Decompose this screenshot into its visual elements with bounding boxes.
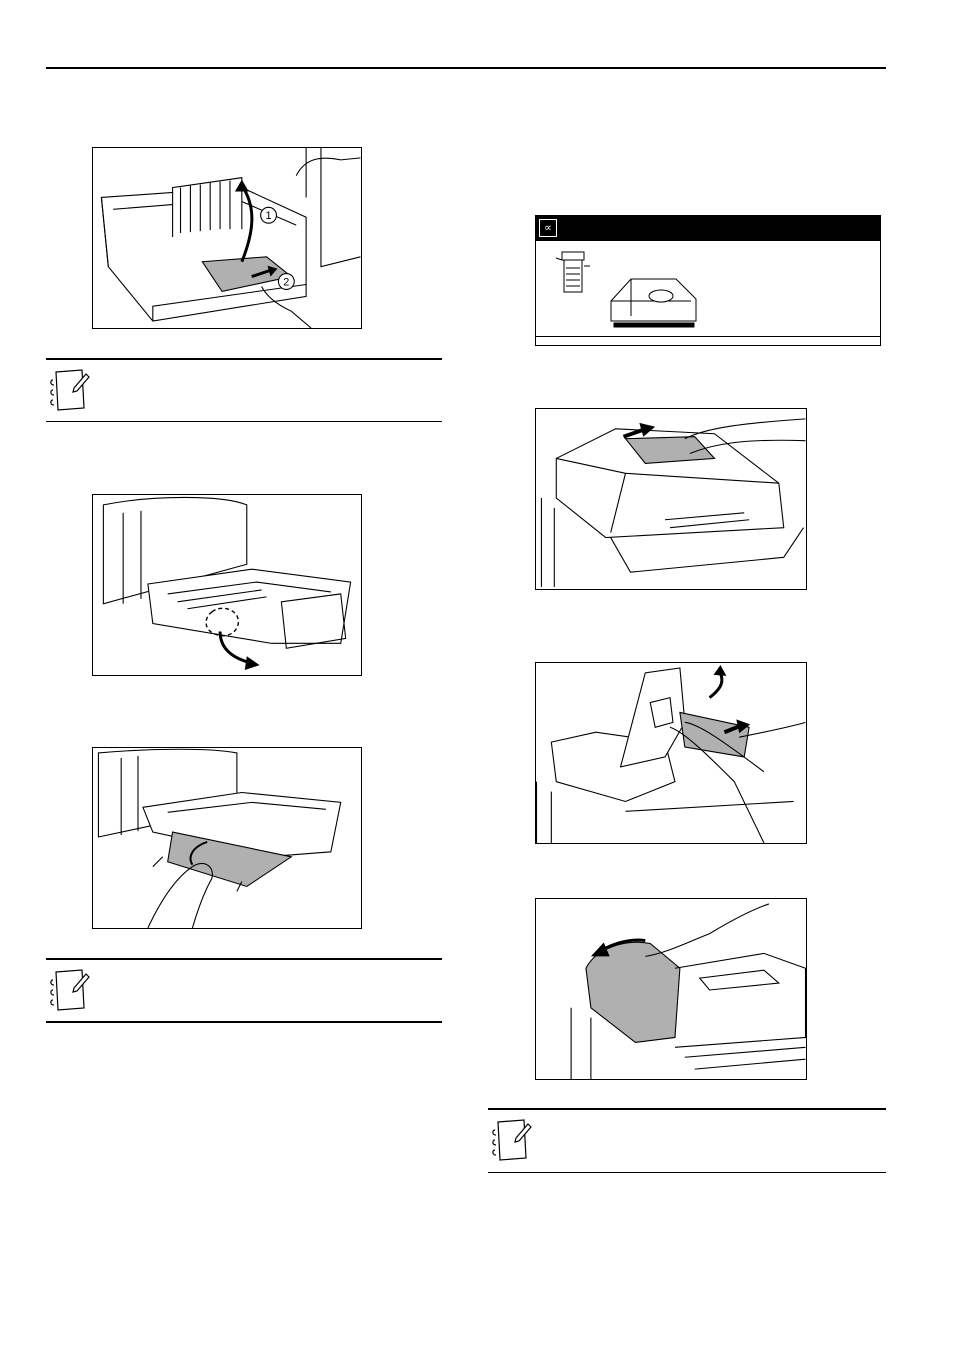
header-rule xyxy=(46,67,886,69)
figure-open-cover-remove xyxy=(535,662,807,844)
callout-step-2: 2 xyxy=(283,276,289,288)
note-top-rule xyxy=(46,358,442,360)
memo-pad-icon xyxy=(48,966,92,1014)
paper-jam-icon: ∝ xyxy=(539,219,557,237)
memo-pad-icon xyxy=(48,366,92,414)
copier-icon xyxy=(555,251,590,293)
callout-step-1: 1 xyxy=(266,210,272,222)
note-bottom-rule xyxy=(46,421,442,422)
touch-panel-jam-screen: ∝ xyxy=(535,215,881,346)
figure-remove-paper-drawer: 1 2 xyxy=(92,147,362,329)
figure-close-cover xyxy=(535,898,807,1080)
figure-open-drawer-lever xyxy=(92,494,362,676)
document-processor-icon xyxy=(610,278,697,328)
memo-pad-icon xyxy=(490,1116,534,1164)
panel-footer-line xyxy=(536,336,880,337)
panel-title-bar xyxy=(536,216,880,241)
note-top-rule xyxy=(488,1108,886,1110)
note-bottom-rule xyxy=(488,1172,886,1173)
note-top-rule xyxy=(46,958,442,960)
note-bottom-rule xyxy=(46,1021,442,1023)
figure-pull-original-out xyxy=(535,408,807,590)
figure-pull-jammed-sheet xyxy=(92,747,362,929)
